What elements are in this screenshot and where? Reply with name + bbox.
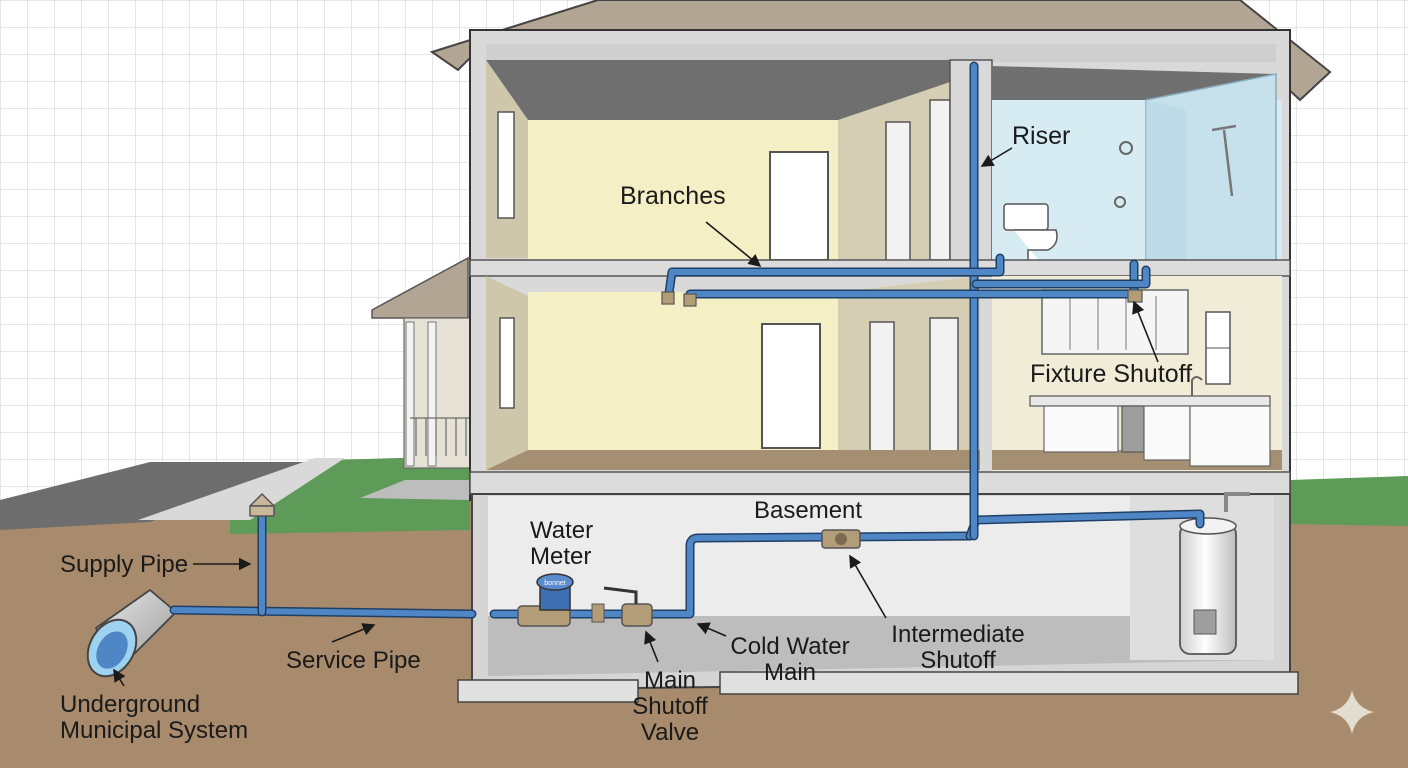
callout-arrows <box>113 147 1159 687</box>
water-meter: bonnet <box>517 573 574 627</box>
label-water-meter-line2: Meter <box>530 543 591 570</box>
lawn-left <box>230 456 470 534</box>
label-intermediate-shutoff-line2: Shutoff <box>920 647 996 674</box>
upper-cabinets <box>1041 289 1189 355</box>
ground-floor-slab <box>469 471 1291 495</box>
kitchen-faucet <box>1191 376 1203 396</box>
porch-railing <box>410 417 470 456</box>
label-supply-pipe: Supply Pipe <box>60 551 188 578</box>
first-floor-floor <box>486 450 980 470</box>
label-service-pipe: Service Pipe <box>286 647 421 674</box>
label-water-meter-line1: Water <box>530 517 593 544</box>
label-cold-water-main-line1: Cold Water <box>730 633 849 660</box>
fixture-shutoff-valve <box>1127 289 1143 303</box>
meter-brand-text: bonnet <box>544 580 565 587</box>
basement-floor <box>488 616 1274 676</box>
lawn-right <box>1290 476 1408 526</box>
lower-cabinets <box>1043 405 1119 453</box>
label-main-shutoff-line3: Valve <box>641 719 699 746</box>
main-shutoff-valve-body <box>591 586 653 627</box>
footing-right <box>719 671 1299 695</box>
label-main-shutoff-line2: Shutoff <box>632 693 708 720</box>
toilet <box>1003 203 1058 263</box>
label-cold-water-main-line2: Main <box>764 659 816 686</box>
main-roof <box>429 0 1332 102</box>
footing-left <box>457 679 639 703</box>
label-fixture-shutoff: Fixture Shutoff <box>1030 360 1192 388</box>
shower-head <box>1211 124 1237 197</box>
second-floor-window <box>497 111 515 219</box>
second-floor-ceiling <box>486 60 950 120</box>
label-municipal-line1: Underground <box>60 691 200 718</box>
label-branches: Branches <box>620 182 726 210</box>
sidewalk <box>138 458 345 520</box>
first-floor-door <box>761 323 821 449</box>
second-floor-door <box>769 151 829 261</box>
driveway <box>0 462 320 530</box>
countertop <box>1029 395 1271 407</box>
first-floor-window <box>499 317 515 409</box>
label-municipal-line2: Municipal System <box>60 717 248 744</box>
label-intermediate-shutoff-line1: Intermediate <box>891 621 1024 648</box>
label-riser: Riser <box>1012 122 1070 150</box>
label-main-shutoff-line1: Main <box>644 667 696 694</box>
municipal-pipe <box>86 589 177 678</box>
plumbing-pipes <box>86 61 1205 678</box>
sparkle-icon <box>1330 690 1374 734</box>
front-steps <box>360 480 470 500</box>
intermediate-shutoff-valve <box>821 529 861 549</box>
label-basement: Basement <box>754 497 862 524</box>
water-heater <box>1179 492 1250 655</box>
